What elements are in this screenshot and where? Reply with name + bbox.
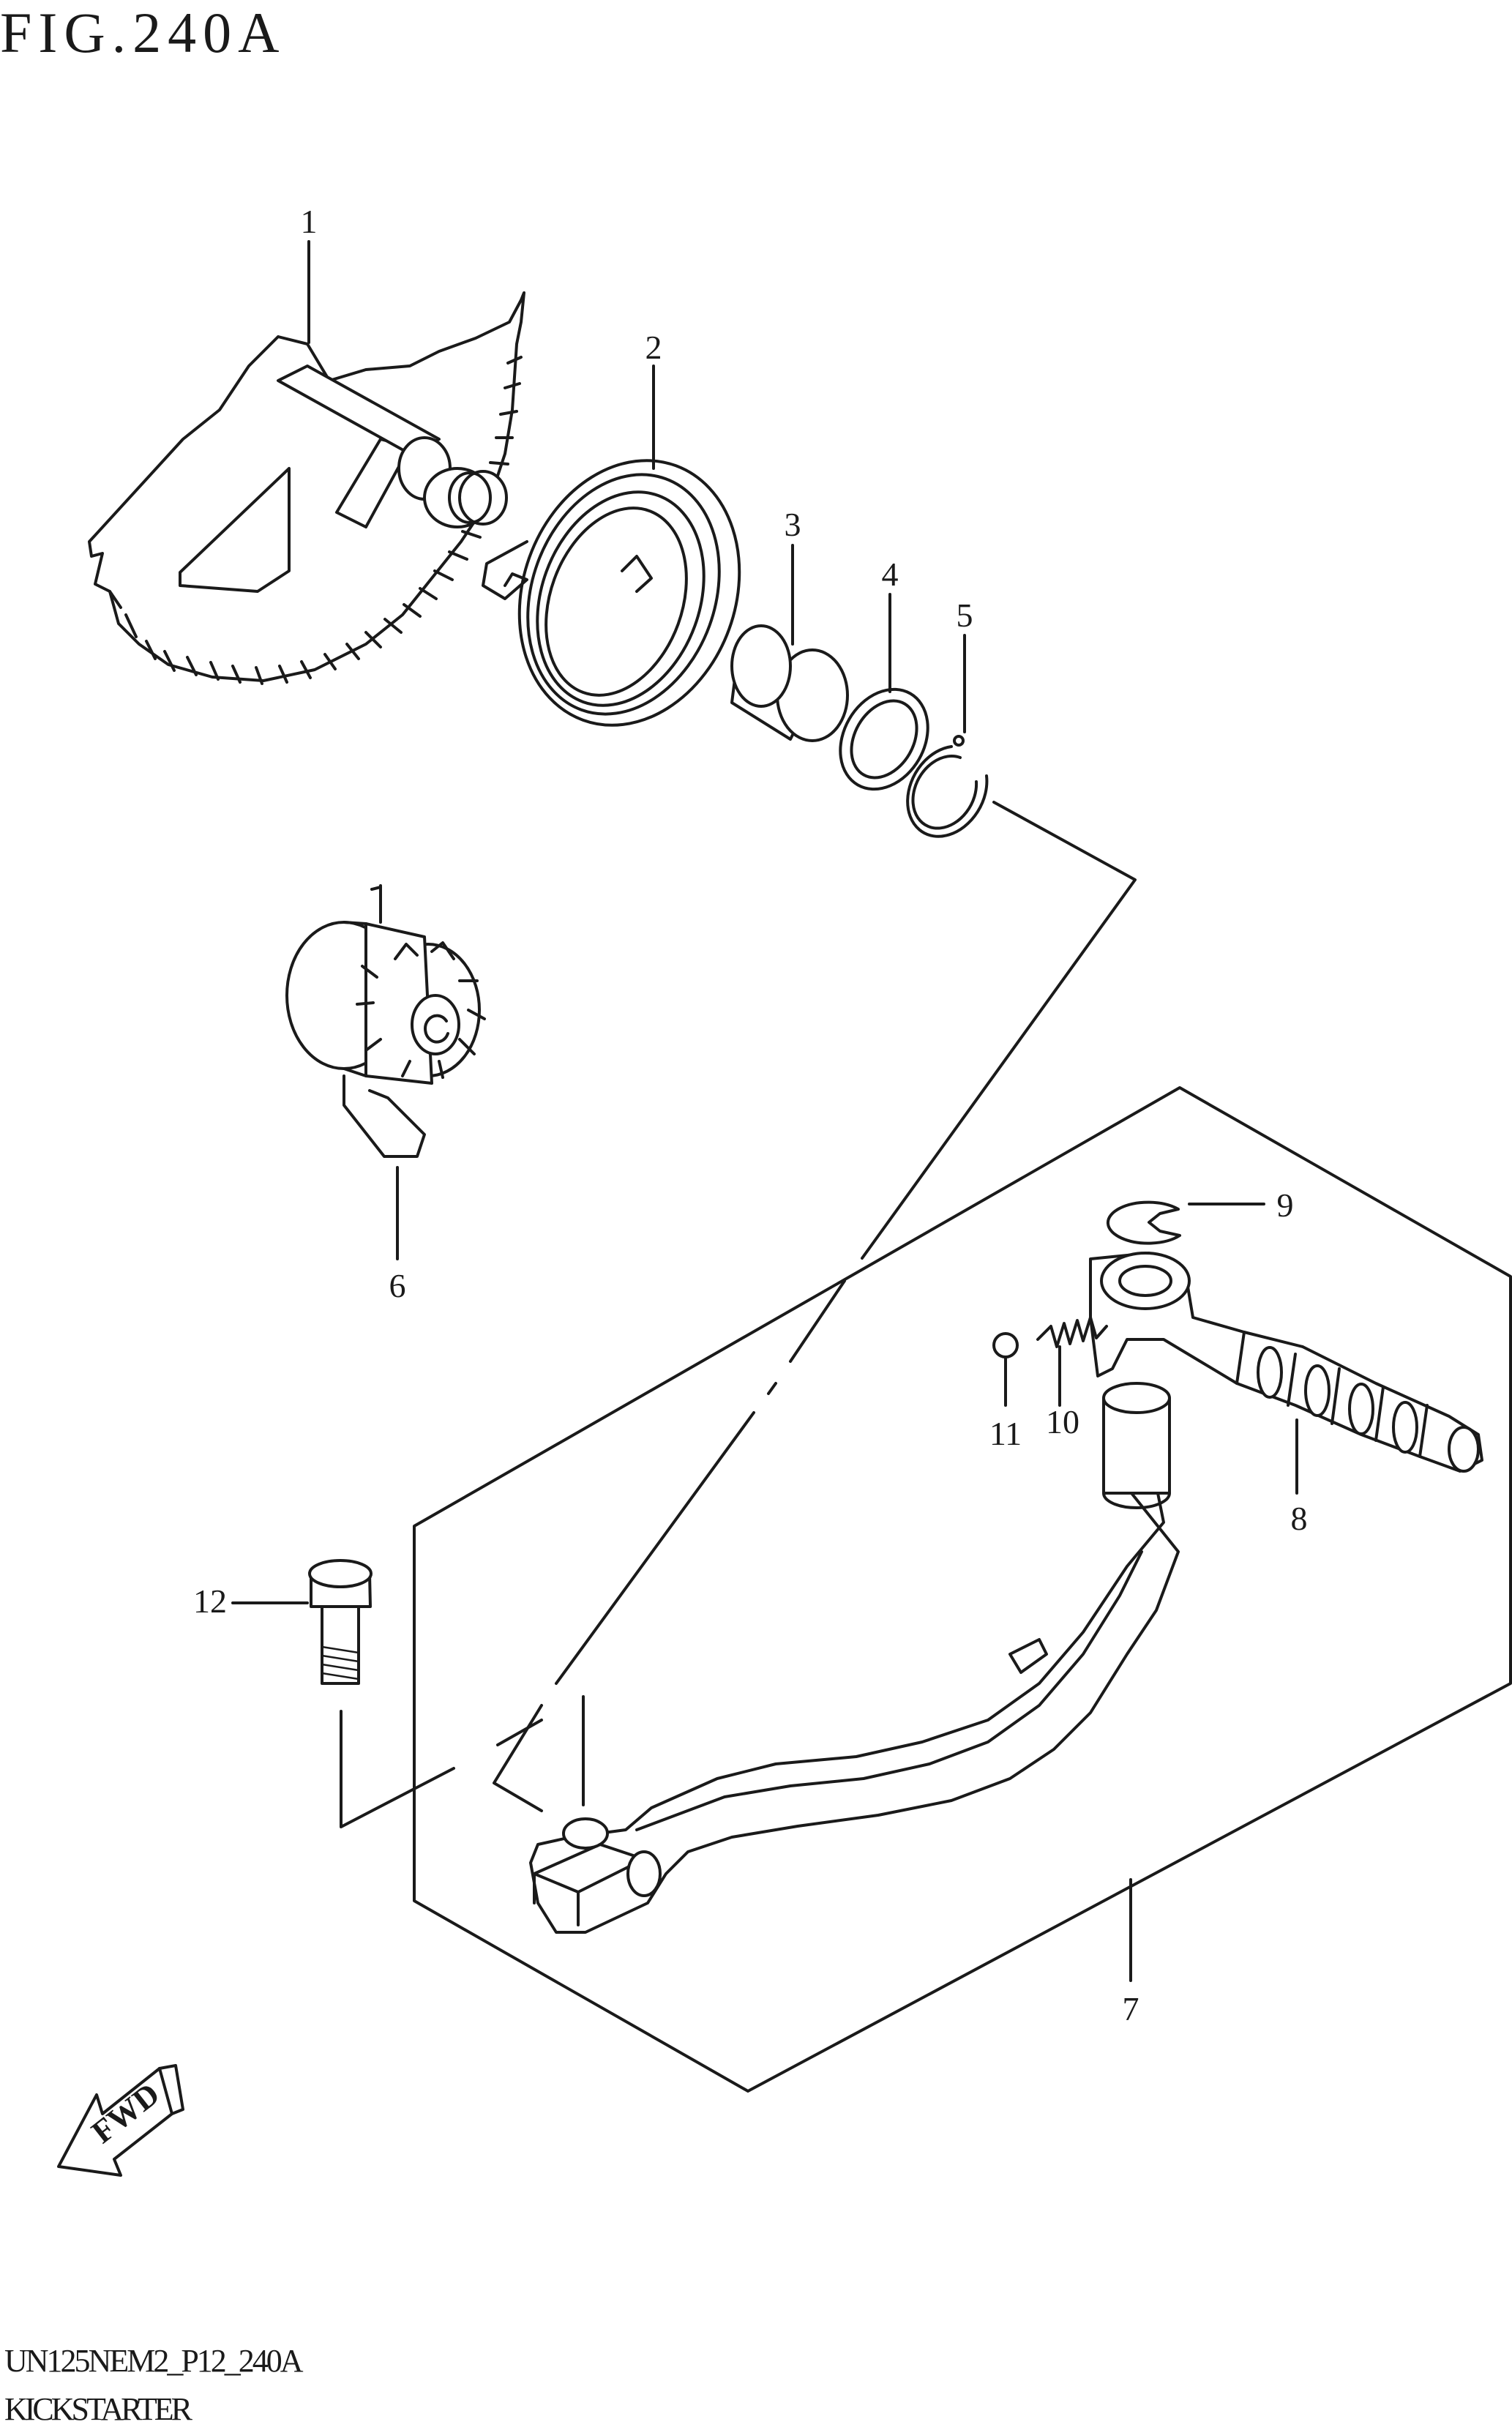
part-3-bushing (730, 624, 849, 742)
callout-2: 2 (645, 329, 662, 366)
callout-5: 5 (957, 597, 973, 634)
callout-4: 4 (882, 556, 899, 593)
part-10-spring (1036, 1316, 1108, 1348)
figure-title: FIG.240A (0, 1, 286, 64)
callout-1: 1 (301, 203, 318, 240)
part-7-kick-lever (529, 1382, 1180, 1934)
callout-12: 12 (193, 1582, 227, 1620)
part-4-washer (839, 687, 929, 791)
part-5-circlip (906, 735, 989, 838)
part-6-idle-gear (285, 884, 486, 1158)
callout-10: 10 (1046, 1403, 1079, 1440)
part-11-steel-ball (992, 1332, 1019, 1358)
part-1-kick-starter-shaft-gear (88, 291, 525, 685)
assembly-lines (340, 801, 1137, 1828)
callout-leaders (231, 240, 1298, 1982)
callout-8: 8 (1291, 1500, 1308, 1537)
model-code: UN125NEM2_P12_240A (4, 2343, 304, 2379)
callout-numbers: 1 2 3 4 5 6 7 8 9 10 11 12 (193, 203, 1308, 2027)
part-9-e-ring (1106, 1200, 1181, 1245)
callout-11: 11 (989, 1415, 1022, 1452)
part-12-bolt (308, 1559, 373, 1685)
callout-7: 7 (1123, 1990, 1139, 2027)
callout-3: 3 (785, 506, 801, 543)
part-2-return-spring (482, 459, 741, 727)
section-name: KICKSTARTER (4, 2391, 192, 2427)
assembly-boundary (413, 1086, 1512, 2093)
callout-9: 9 (1277, 1186, 1294, 1224)
callout-6: 6 (389, 1267, 406, 1304)
part-8-pedal (1089, 1252, 1483, 1473)
fwd-arrow-icon: FWD (57, 2064, 184, 2177)
